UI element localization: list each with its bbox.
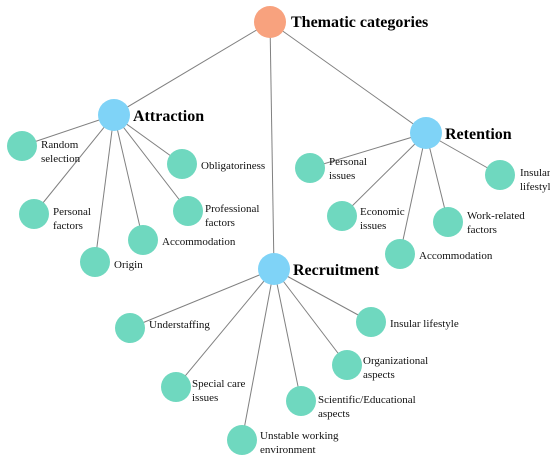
attraction-personal-factors-node bbox=[19, 199, 49, 229]
retention-insular-lifestyle-label: Insular lifestyle bbox=[520, 167, 550, 193]
attraction-node bbox=[98, 99, 130, 131]
label-line: issues bbox=[360, 220, 386, 232]
attraction-professional-factors-node bbox=[173, 196, 203, 226]
recruitment-organizational-aspects-label: Organizational aspects bbox=[363, 355, 428, 381]
root-label: Thematic categories bbox=[291, 14, 428, 31]
label-line: Work-related bbox=[467, 210, 525, 222]
label-line: lifestyle bbox=[520, 181, 550, 193]
retention-economic-issues-label: Economic issues bbox=[360, 206, 405, 232]
edge-recruitment-scientific-educational-aspects bbox=[273, 268, 302, 402]
retention-personal-issues-node bbox=[295, 153, 325, 183]
edge-root-recruitment bbox=[269, 21, 275, 270]
edge-recruitment-unstable-working-environment bbox=[241, 268, 275, 441]
attraction-origin-node bbox=[80, 247, 110, 277]
retention-economic-issues-node bbox=[327, 201, 357, 231]
label-line: issues bbox=[329, 170, 355, 182]
recruitment-scientific-educational-aspects-label: Scientific/Educational aspects bbox=[318, 394, 416, 420]
recruitment-special-care-issues-label: Special care issues bbox=[192, 378, 246, 404]
attraction-accommodation-node bbox=[128, 225, 158, 255]
label-line: issues bbox=[192, 392, 218, 404]
label-line: Organizational bbox=[363, 355, 428, 367]
label-line: Insular bbox=[520, 167, 550, 179]
attraction-origin-label: Origin bbox=[114, 259, 143, 271]
label-line: Personal bbox=[329, 156, 367, 168]
attraction-label: Attraction bbox=[133, 108, 204, 125]
attraction-professional-factors-label: Professional factors bbox=[205, 203, 259, 229]
edge-attraction-professional-factors bbox=[113, 114, 189, 212]
label-line: factors bbox=[467, 224, 497, 236]
label-line: selection bbox=[41, 153, 81, 165]
label-line: aspects bbox=[363, 369, 395, 381]
attraction-accommodation-label: Accommodation bbox=[162, 236, 236, 248]
edge-attraction-random-selection bbox=[21, 114, 115, 147]
edge-attraction-accommodation bbox=[113, 114, 144, 241]
label-line: Random bbox=[41, 139, 79, 151]
label-line: aspects bbox=[318, 408, 350, 420]
edge-root-retention bbox=[269, 21, 427, 134]
label-line: Personal bbox=[53, 206, 91, 218]
label-line: Unstable working bbox=[260, 430, 339, 442]
label-line: Obligatoriness bbox=[201, 160, 265, 172]
retention-label: Retention bbox=[445, 126, 512, 143]
edges bbox=[21, 21, 501, 441]
edge-attraction-personal-factors bbox=[33, 114, 115, 215]
nodes bbox=[7, 6, 515, 455]
recruitment-unstable-working-environment-label: Unstable working environment bbox=[260, 430, 339, 456]
retention-node bbox=[410, 117, 442, 149]
edge-attraction-origin bbox=[94, 114, 115, 263]
label-line: factors bbox=[53, 220, 83, 232]
label-line: Accommodation bbox=[162, 236, 236, 248]
label-line: Economic bbox=[360, 206, 405, 218]
recruitment-understaffing-label: Understaffing bbox=[149, 319, 210, 331]
edge-recruitment-special-care-issues bbox=[175, 268, 275, 388]
attraction-random-selection-node bbox=[7, 131, 37, 161]
label-line: Origin bbox=[114, 259, 143, 271]
label-line: environment bbox=[260, 444, 316, 456]
label-line: Special care bbox=[192, 378, 246, 390]
edge-root-attraction bbox=[113, 21, 271, 116]
attraction-personal-factors-label: Personal factors bbox=[53, 206, 91, 232]
label-line: factors bbox=[205, 217, 235, 229]
retention-insular-lifestyle-node bbox=[485, 160, 515, 190]
recruitment-node bbox=[258, 253, 290, 285]
retention-work-related-factors-node bbox=[433, 207, 463, 237]
attraction-obligatoriness-node bbox=[167, 149, 197, 179]
edge-recruitment-insular-lifestyle bbox=[273, 268, 372, 323]
attraction-random-selection-label: Random selection bbox=[41, 139, 81, 165]
edge-recruitment-understaffing bbox=[129, 268, 275, 329]
recruitment-scientific-educational-aspects-node bbox=[286, 386, 316, 416]
label-line: Insular lifestyle bbox=[390, 318, 459, 330]
retention-accommodation-label: Accommodation bbox=[419, 250, 493, 262]
recruitment-organizational-aspects-node bbox=[332, 350, 362, 380]
recruitment-special-care-issues-node bbox=[161, 372, 191, 402]
edge-retention-personal-issues bbox=[309, 132, 427, 169]
label-line: Understaffing bbox=[149, 319, 210, 331]
edge-retention-economic-issues bbox=[341, 132, 427, 217]
edge-retention-accommodation bbox=[399, 132, 427, 255]
root-node bbox=[254, 6, 286, 38]
recruitment-insular-lifestyle-label: Insular lifestyle bbox=[390, 318, 459, 330]
recruitment-insular-lifestyle-node bbox=[356, 307, 386, 337]
retention-accommodation-node bbox=[385, 239, 415, 269]
edge-recruitment-organizational-aspects bbox=[273, 268, 348, 366]
label-line: Scientific/Educational bbox=[318, 394, 416, 406]
recruitment-label: Recruitment bbox=[293, 262, 380, 279]
label-line: Accommodation bbox=[419, 250, 493, 262]
recruitment-understaffing-node bbox=[115, 313, 145, 343]
retention-personal-issues-label: Personal issues bbox=[329, 156, 367, 182]
recruitment-unstable-working-environment-node bbox=[227, 425, 257, 455]
label-line: Professional bbox=[205, 203, 259, 215]
retention-work-related-factors-label: Work-related factors bbox=[467, 210, 525, 236]
attraction-obligatoriness-label: Obligatoriness bbox=[201, 160, 265, 172]
